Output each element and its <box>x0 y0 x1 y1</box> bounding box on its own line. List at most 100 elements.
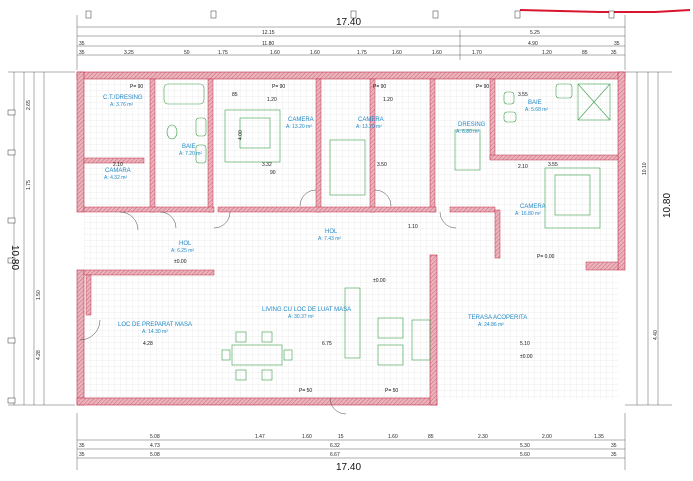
door-swings <box>79 189 457 415</box>
dim-4-00: 4.00 <box>238 130 244 140</box>
bottom-dim-row3-3: 5.60 <box>520 452 530 458</box>
interior-walls <box>83 78 619 316</box>
top-dim-row3-4: 1.60 <box>270 50 280 56</box>
top-dim-row3-12: 35 <box>611 50 617 56</box>
bed-camera-2 <box>544 167 601 229</box>
room-name-ct-dresing: C.T./DRESING <box>103 95 143 101</box>
room-area-camera-2: A: 13.20 m² <box>356 124 382 130</box>
fixtures <box>163 83 611 229</box>
room-area-ct-dresing: A: 3.76 m² <box>110 102 133 108</box>
room-area-baie-1: A: 7.20 m² <box>179 151 202 157</box>
bottom-dim-row2-1: 4.73 <box>150 443 160 449</box>
right-total-dimension: 10.80 <box>662 193 673 218</box>
dim-90: 90 <box>270 170 276 176</box>
dim-5-10: 5.10 <box>520 341 530 347</box>
room-name-hol-2: HOL <box>325 229 338 235</box>
room-name-hol-1: HOL <box>179 241 192 247</box>
door-label-p50-a: P= 50 <box>299 388 312 394</box>
bottom-dim-row1-6: 2.30 <box>478 434 488 440</box>
top-dim-row1-left: 12.15 <box>262 30 275 36</box>
top-dim-row3-10: 1.20 <box>542 50 552 56</box>
dim-1-20-b: 1.20 <box>383 97 393 103</box>
right-dim-a: 10.10 <box>642 162 648 175</box>
left-dim-c: 1.50 <box>36 290 42 300</box>
room-name-terasa: TERASA ACOPERITA <box>468 315 527 321</box>
room-area-baie-2: A: 5.68 m² <box>525 107 548 113</box>
room-name-baie-2: BAIE <box>528 100 542 106</box>
bottom-dim-row3-1: 5.08 <box>150 452 160 458</box>
exterior-walls <box>76 71 626 406</box>
dim-6-75: 6.75 <box>322 341 332 347</box>
bottom-dim-row3-2: 6.67 <box>330 452 340 458</box>
door-label-p90-b: P= 90 <box>272 84 285 90</box>
bottom-dim-row2-0: 35 <box>79 443 85 449</box>
left-dim-a: 2.65 <box>26 100 32 110</box>
room-area-dresing: A: 6.80 m² <box>456 129 479 135</box>
bottom-dim-row1-2: 1.60 <box>302 434 312 440</box>
top-dim-row3-3: 1.75 <box>218 50 228 56</box>
room-area-loc-preparat: A: 14.30 m² <box>142 329 168 335</box>
room-name-living: LIVING CU LOC DE LUAT MASA <box>262 307 351 313</box>
top-dim-row3-0: 35 <box>79 50 85 56</box>
room-area-living: A: 30.37 m² <box>288 314 314 320</box>
bottom-dim-row1-3: 15 <box>338 434 344 440</box>
room-area-camara: A: 4.32 m² <box>104 175 127 181</box>
dim-3-50: 3.50 <box>377 162 387 168</box>
bottom-dim-row1-7: 2.00 <box>542 434 552 440</box>
room-area-camera-3: A: 16.80 m² <box>515 211 541 217</box>
left-axis-markers <box>7 109 16 404</box>
dim-1-10: 1.10 <box>408 224 418 230</box>
door-label-p90-d: P= 90 <box>476 84 489 90</box>
bottom-dim-row1-8: 1.35 <box>594 434 604 440</box>
red-marker-stroke <box>519 9 691 13</box>
right-dim-b: 4.40 <box>653 330 659 340</box>
dim-1-20-a: 1.20 <box>267 97 277 103</box>
room-area-terasa: A: 24.86 m² <box>478 322 504 328</box>
bottom-dim-row3-4: 35 <box>611 452 617 458</box>
bottom-dim-row1-0: 5.08 <box>150 434 160 440</box>
bottom-dim-row2-2: 6.32 <box>330 443 340 449</box>
level-mark-terasa: ±0.00 <box>520 354 533 360</box>
door-label-p50-b: P= 50 <box>385 388 398 394</box>
top-dim-row3-8: 1.60 <box>432 50 442 56</box>
room-name-camera-3: CAMERA <box>520 204 546 210</box>
dim-85: 85 <box>232 92 238 98</box>
room-name-loc-preparat: LOC DE PREPARAT MASA <box>118 322 192 328</box>
top-axis-markers <box>85 10 615 19</box>
floor-tiling <box>84 79 618 399</box>
top-dim-row1-right: 5.25 <box>530 30 540 36</box>
bed-camera-1 <box>224 109 281 163</box>
door-label-p90-a: P= 90 <box>130 84 143 90</box>
top-dim-row2-a: 35 <box>79 41 85 47</box>
top-dimension-chain <box>76 15 626 70</box>
top-dim-row2-b: 11.80 <box>262 41 274 47</box>
door-label-p90-c: P= 90 <box>373 84 386 90</box>
living-furniture <box>221 287 431 381</box>
level-mark-living: ±0.00 <box>373 278 386 284</box>
top-dim-row3-2: 50 <box>184 50 190 56</box>
top-dim-row3-7: 1.60 <box>392 50 402 56</box>
top-dim-row3-11: 85 <box>582 50 588 56</box>
level-mark-p: P= 0.00 <box>537 254 555 260</box>
top-dim-row2-c: 4.90 <box>528 41 538 47</box>
left-total-dimension: 10.80 <box>9 245 20 270</box>
top-dim-row3-5: 1.60 <box>310 50 320 56</box>
bathtub <box>163 83 205 105</box>
room-name-dresing: DRESING <box>458 122 486 128</box>
dim-2-10-a: 2.10 <box>113 162 123 168</box>
room-name-camera-2: CAMERA <box>358 117 384 123</box>
room-name-camara: CAMARA <box>105 168 131 174</box>
dim-3-55-top: 3.55 <box>518 92 528 98</box>
top-total-dimension: 17.40 <box>336 17 361 28</box>
bottom-dim-row1-5: 85 <box>428 434 434 440</box>
dim-3-32: 3.32 <box>262 162 272 168</box>
bottom-dim-row3-0: 35 <box>79 452 85 458</box>
dim-2-10-b: 2.10 <box>518 164 528 170</box>
sofa <box>344 287 361 359</box>
bottom-dim-row2-3: 5.30 <box>520 443 530 449</box>
bottom-dim-row1-4: 1.60 <box>388 434 398 440</box>
dim-4-28: 4.28 <box>143 341 153 347</box>
dining-table <box>231 344 283 366</box>
room-name-baie-1: BAIE <box>182 144 196 150</box>
